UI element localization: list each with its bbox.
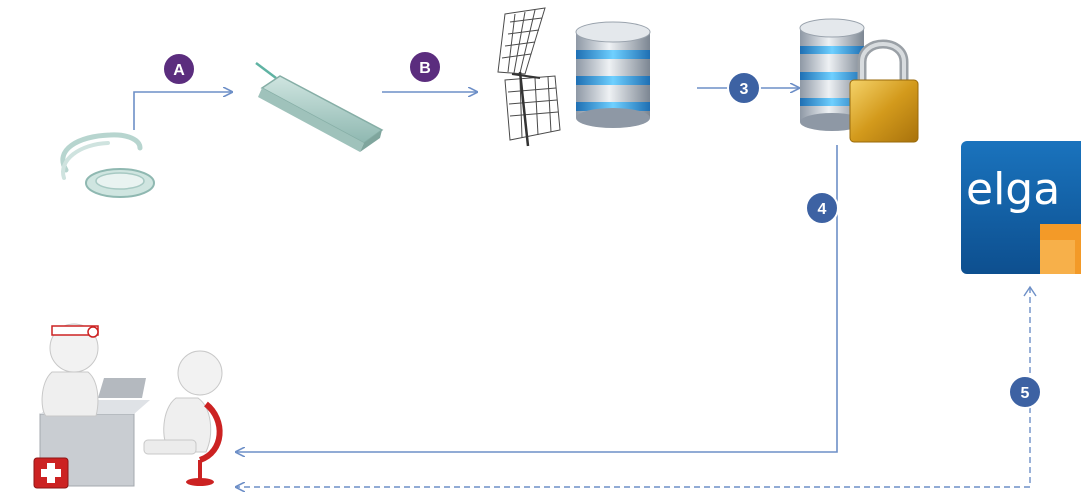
step-badge-b: B — [408, 50, 442, 84]
step-badge-a: A — [162, 52, 196, 86]
step-badge-5-label: 5 — [1021, 385, 1030, 402]
database-icon — [575, 21, 651, 128]
connector-elga-arrowhead — [1023, 285, 1037, 297]
step-badge-3-label: 3 — [740, 81, 749, 98]
step-badge-4-label: 4 — [818, 201, 827, 218]
antenna-icon — [497, 7, 561, 147]
step-badge-b-label: B — [419, 60, 431, 77]
secure-database-icon — [799, 18, 919, 143]
doctor-patient-consultation-icon — [33, 323, 223, 489]
elga-logo: elga — [961, 141, 1081, 274]
connector-elga-to-doctor — [236, 287, 1031, 487]
connector-secure-db-to-doctor — [236, 145, 838, 452]
step-badge-4: 4 — [805, 191, 839, 225]
transmitter-device-icon — [255, 62, 384, 152]
connector-sensor-to-transmitter — [133, 92, 232, 130]
step-badge-3: 3 — [727, 71, 761, 105]
elga-logo-text: elga — [966, 164, 1060, 215]
step-badge-a-label: A — [173, 62, 185, 79]
step-badge-5: 5 — [1008, 375, 1042, 409]
glucose-sensor-icon — [60, 132, 155, 198]
